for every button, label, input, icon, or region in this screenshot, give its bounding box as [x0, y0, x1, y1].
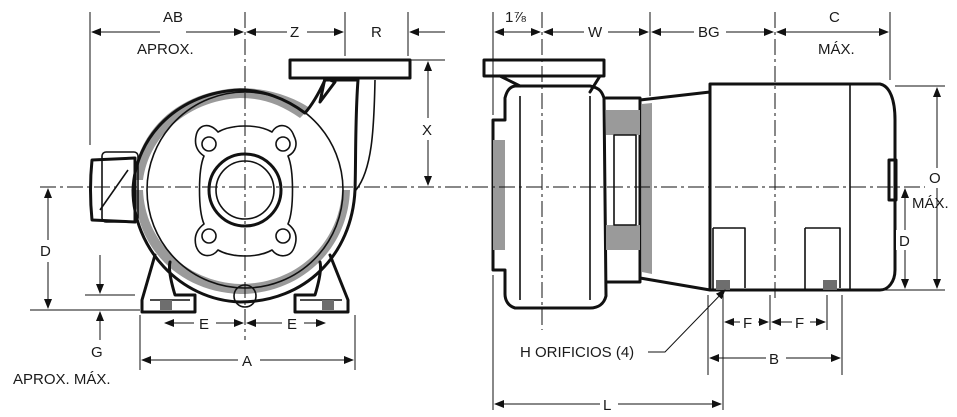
- side-discharge-flange: [482, 58, 606, 78]
- label-f-right: F: [795, 315, 804, 332]
- label-h-holes: H ORIFICIOS (4): [520, 344, 634, 361]
- label-c-note: MÁX.: [818, 41, 855, 58]
- suction-flange: [194, 124, 297, 257]
- motor-foot: [712, 227, 746, 290]
- side-view: [482, 58, 898, 310]
- label-w: W: [588, 24, 603, 41]
- label-b: B: [769, 351, 779, 368]
- label-ab: AB: [163, 9, 183, 26]
- flange-bolt-hole: [275, 136, 291, 152]
- dimension-labels: AB APROX. Z R X D G APROX. MÁX. E E A 1⅞…: [13, 9, 949, 414]
- label-r: R: [371, 24, 382, 41]
- discharge-throat: [318, 76, 337, 104]
- label-a: A: [242, 353, 252, 370]
- flange-bolt-hole: [275, 228, 291, 244]
- label-d-left: D: [40, 243, 51, 260]
- label-e-right: E: [287, 316, 297, 333]
- label-g-note: APROX. MÁX.: [13, 371, 111, 388]
- motor-foot: [804, 227, 841, 290]
- label-e-left: E: [199, 316, 209, 333]
- flange-bolt-hole: [201, 228, 217, 244]
- label-f-left: F: [743, 315, 752, 332]
- centerlines: [40, 12, 930, 340]
- side-adapter: [604, 96, 642, 284]
- front-view: [89, 58, 412, 314]
- left-foot: [140, 253, 197, 314]
- label-ab-note: APROX.: [137, 41, 194, 58]
- label-d-right: D: [899, 233, 910, 250]
- label-c: C: [829, 9, 840, 26]
- discharge-flange: [288, 58, 412, 80]
- flange-bolt-hole: [201, 136, 217, 152]
- label-x: X: [422, 122, 432, 139]
- label-o: O: [929, 170, 941, 187]
- label-g: G: [91, 344, 103, 361]
- label-o-note: MÁX.: [912, 195, 949, 212]
- label-bg: BG: [698, 24, 720, 41]
- port-boss: [89, 156, 137, 224]
- label-z: Z: [290, 24, 299, 41]
- dimension-lines: [30, 12, 945, 410]
- discharge-contour: [355, 79, 376, 191]
- right-foot: [293, 253, 350, 314]
- label-l: L: [603, 397, 611, 414]
- side-casing: [491, 84, 608, 310]
- label-one-seven-eighths: 1⅞: [505, 9, 526, 26]
